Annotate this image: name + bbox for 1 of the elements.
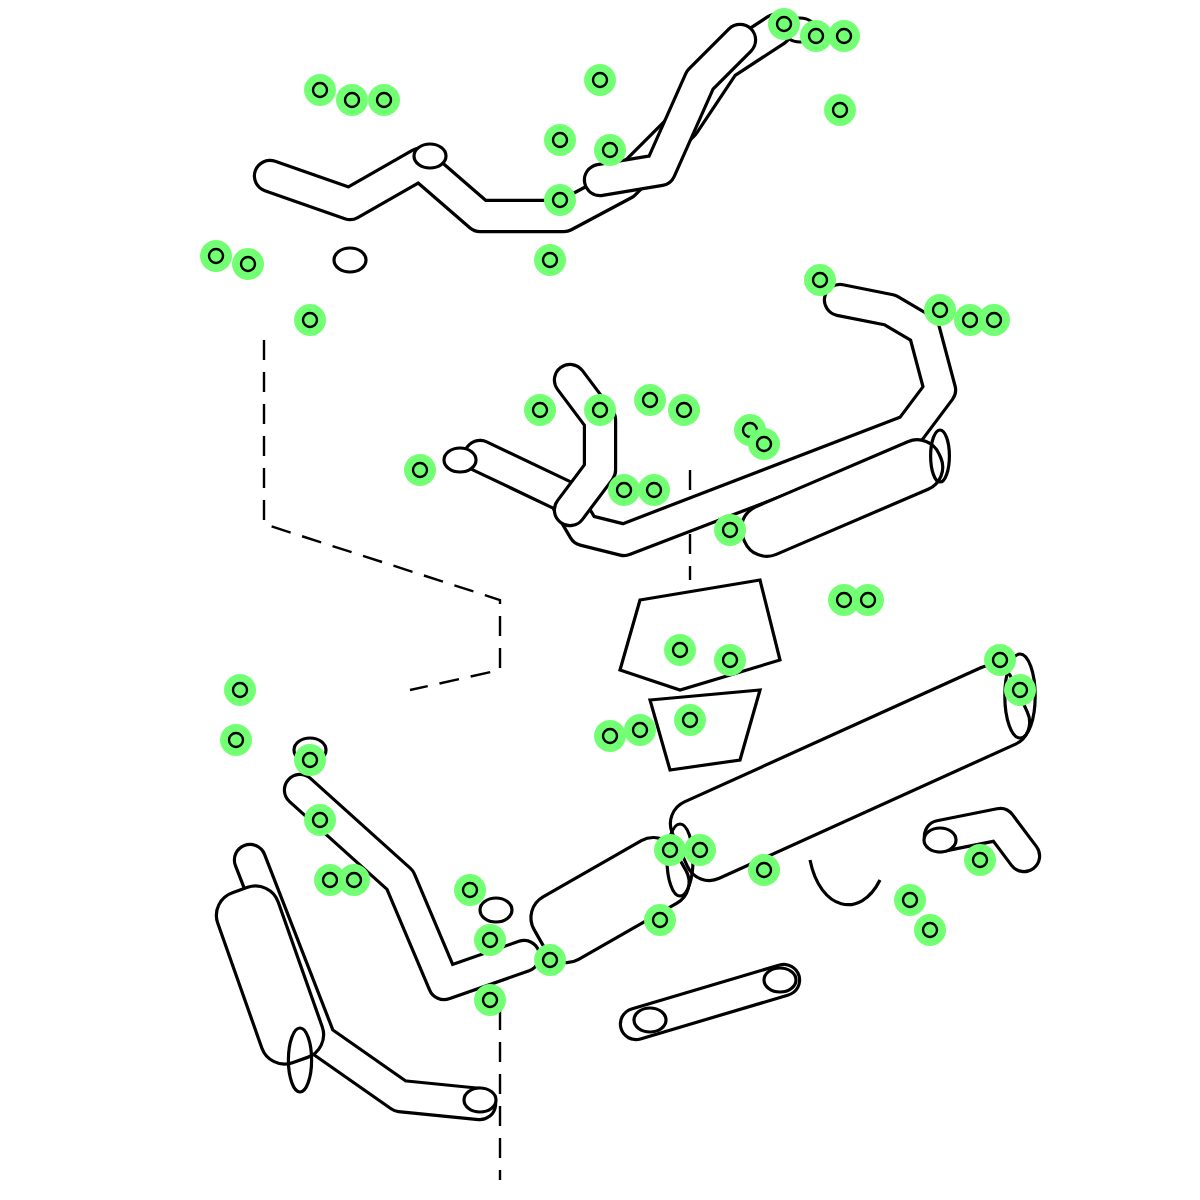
exhaust-system-drawing: [200, 8, 1042, 1180]
